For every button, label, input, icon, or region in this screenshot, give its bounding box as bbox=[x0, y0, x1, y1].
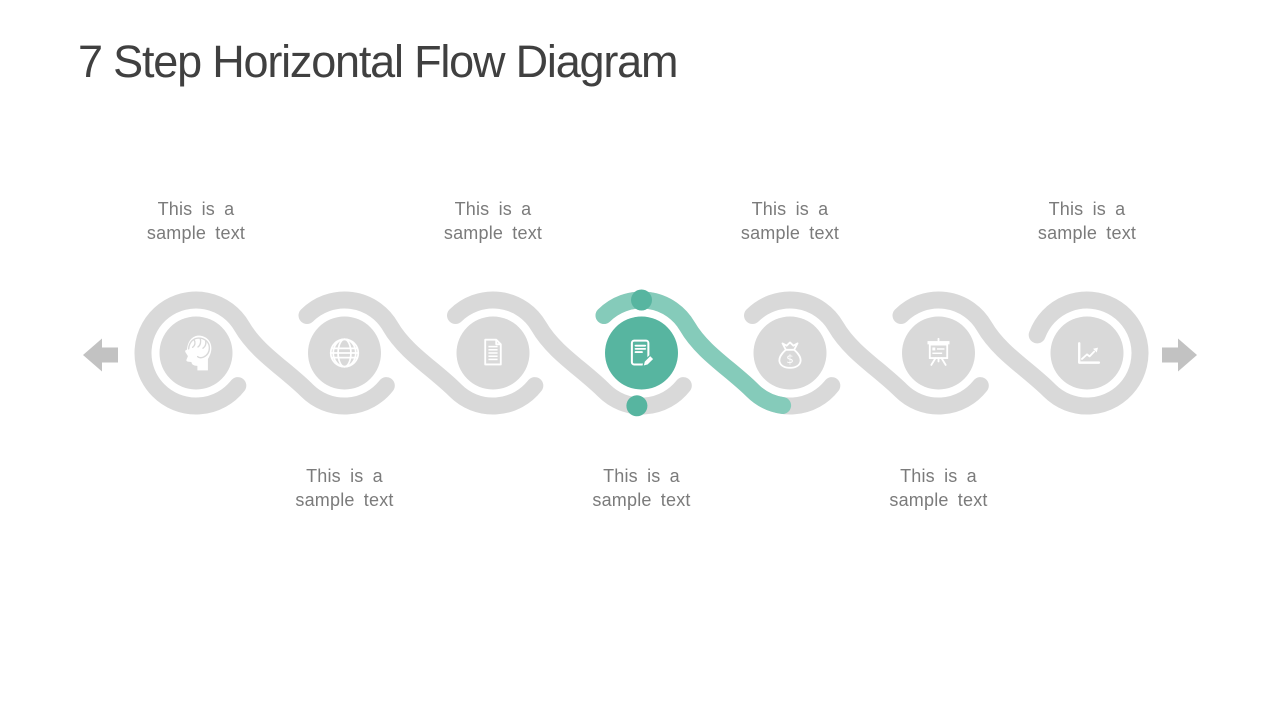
step-6-label: This is a sample text bbox=[889, 466, 988, 510]
step-4-label: This is a sample text bbox=[592, 466, 691, 510]
flow-ribbon-segment-5 bbox=[744, 291, 989, 415]
step-3-label: This is a sample text bbox=[443, 199, 543, 243]
left-block-arrow-icon[interactable] bbox=[83, 338, 118, 372]
step-5-circle[interactable] bbox=[753, 316, 827, 390]
step-5-label: This is a sample text bbox=[740, 199, 840, 243]
step-6-circle[interactable] bbox=[902, 316, 975, 390]
flow-ribbon-segment-2 bbox=[298, 291, 544, 415]
right-block-arrow-icon[interactable] bbox=[1162, 338, 1197, 372]
slide-title: 7 Step Horizontal Flow Diagram bbox=[78, 36, 678, 87]
step-2-circle[interactable] bbox=[308, 316, 381, 390]
flow-ribbon-segment-6 bbox=[892, 291, 1149, 415]
active-step-dot-top bbox=[631, 289, 652, 311]
step-2-label: This is a sample text bbox=[295, 466, 394, 510]
step-1-circle[interactable] bbox=[159, 316, 233, 390]
step-1-label: This is a sample text bbox=[146, 199, 246, 243]
step-3-circle[interactable] bbox=[456, 316, 530, 390]
step-4-circle[interactable] bbox=[605, 316, 678, 390]
flow-ribbon-segment-3 bbox=[447, 291, 692, 415]
step-7-circle[interactable] bbox=[1050, 316, 1124, 390]
step-7-label: This is a sample text bbox=[1037, 199, 1137, 243]
flow-ribbon-segment-1 bbox=[134, 291, 395, 415]
active-step-dot-bottom bbox=[626, 395, 648, 417]
